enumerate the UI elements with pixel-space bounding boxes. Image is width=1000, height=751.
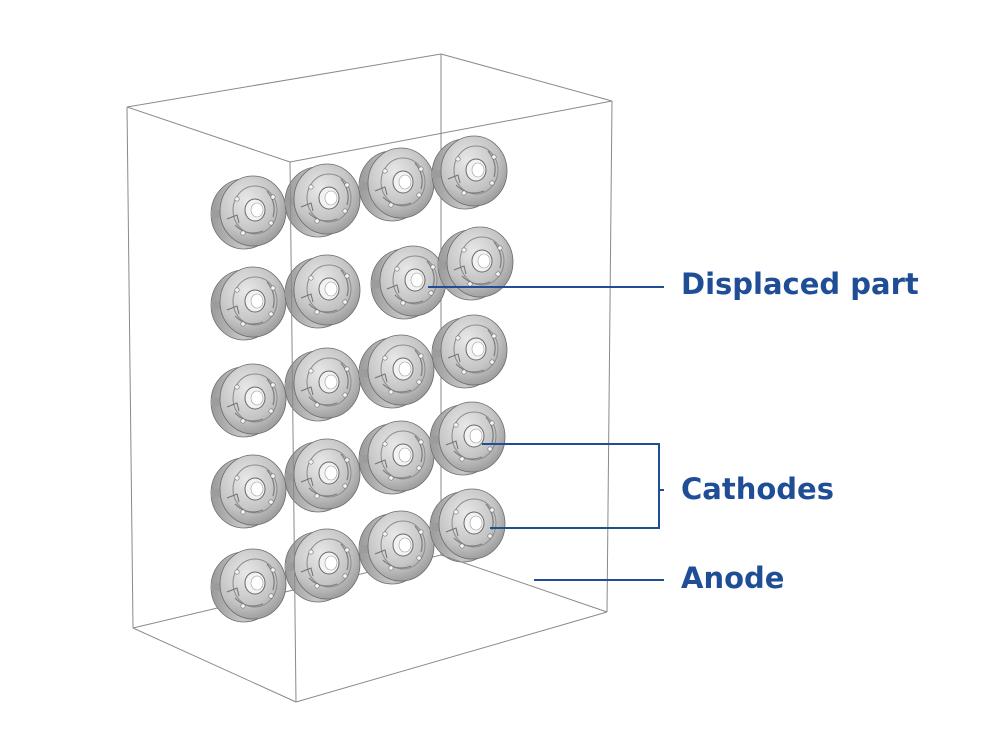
cathode-part [210,363,287,438]
cathodes-label: Cathodes [681,472,834,506]
cathode-part [431,314,508,389]
cathodes-bracket [482,443,660,529]
box-edge-front-right [606,100,613,613]
box-edge-bottom-right [440,554,608,613]
cathode-part [437,226,514,301]
box-edge-top-right [440,53,613,102]
cathode-part [358,147,435,222]
cathode-part [210,454,287,529]
cathode-part [284,163,361,238]
displaced-part-label: Displaced part [681,267,919,301]
cathode-part [210,548,287,623]
cathode-part [358,510,435,585]
cathode-part [284,254,361,329]
box-edge-back-left [126,106,134,629]
box-edge-front-left [289,161,297,703]
cathode-part [429,488,506,563]
box-edge-front-bottom [295,611,608,703]
anode-label: Anode [681,561,785,595]
box-edge-bottom-left [132,627,297,703]
cathode-parts [210,135,514,623]
cathode-part [370,245,447,320]
box-edge-back-top [126,53,442,108]
cathode-part [284,528,361,603]
cathode-part [210,266,287,341]
cathode-part [284,438,361,513]
anode-box-front [126,53,613,703]
callout-lines [428,286,664,581]
cathode-part [210,175,287,250]
cathode-part [429,401,506,476]
cathode-part [431,135,508,210]
box-edge-front-top [289,100,613,163]
box-edge-top-left [126,106,291,163]
cathode-part [358,334,435,409]
cathode-part [358,420,435,495]
cathode-part [284,347,361,422]
